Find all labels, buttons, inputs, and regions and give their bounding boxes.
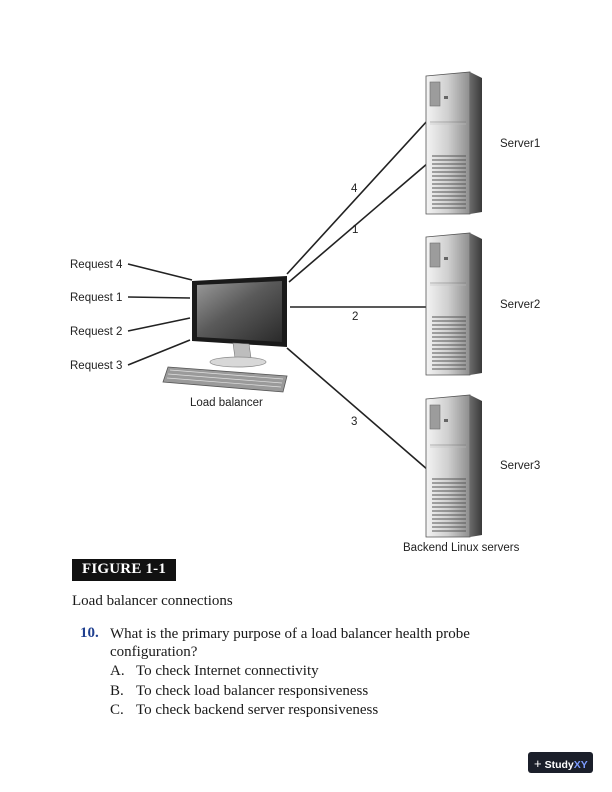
figure-badge: FIGURE 1-1: [72, 559, 176, 581]
connection-number-2: 2: [352, 311, 358, 323]
option-text: To check load balancer responsiveness: [136, 683, 368, 699]
question-text: What is the primary purpose of a load ba…: [110, 625, 530, 661]
figure-caption: Load balancer connections: [72, 593, 233, 610]
option-b: B.To check load balancer responsiveness: [110, 683, 368, 700]
request-label-4: Request 4: [70, 259, 123, 271]
request-arrow-4: [128, 264, 192, 280]
request-arrow-2: [128, 318, 190, 331]
server2-tower-icon: [426, 233, 482, 375]
question-number: 10.: [80, 625, 99, 642]
request-arrow-1: [128, 297, 190, 298]
request-label-3: Request 3: [70, 360, 122, 372]
request-label-1: Request 1: [70, 292, 122, 304]
option-c: C.To check backend server responsiveness: [110, 702, 378, 719]
option-letter: C.: [110, 702, 136, 719]
plus-icon: +: [534, 756, 542, 771]
request-arrow-3: [128, 340, 190, 365]
brand-name-part2: XY: [574, 759, 588, 771]
option-text: To check Internet connectivity: [136, 663, 319, 679]
load-balancer-computer-icon: [163, 276, 287, 392]
brand-name-part1: Study: [545, 759, 574, 771]
backend-servers-label: Backend Linux servers: [403, 542, 520, 554]
server3-tower-icon: [426, 395, 482, 537]
option-a: A.To check Internet connectivity: [110, 663, 319, 680]
connection-line-1: [289, 163, 428, 282]
connection-number-3: 3: [351, 416, 357, 428]
server1-label: Server1: [500, 138, 540, 150]
studyxy-logo: +StudyXY: [528, 752, 593, 773]
server3-label: Server3: [500, 460, 540, 472]
load-balancer-label: Load balancer: [190, 397, 263, 409]
request-label-2: Request 2: [70, 326, 122, 338]
connection-line-4: [287, 120, 428, 274]
server1-tower-icon: [426, 72, 482, 214]
option-letter: B.: [110, 683, 136, 700]
load-balancer-diagram: Request 4 Request 1 Request 2 Request 3 …: [0, 0, 612, 560]
connection-number-4: 4: [351, 183, 358, 195]
option-text: To check backend server responsiveness: [136, 702, 378, 718]
option-letter: A.: [110, 663, 136, 680]
connection-line-3: [287, 348, 428, 470]
server2-label: Server2: [500, 299, 540, 311]
connection-number-1: 1: [352, 224, 358, 236]
